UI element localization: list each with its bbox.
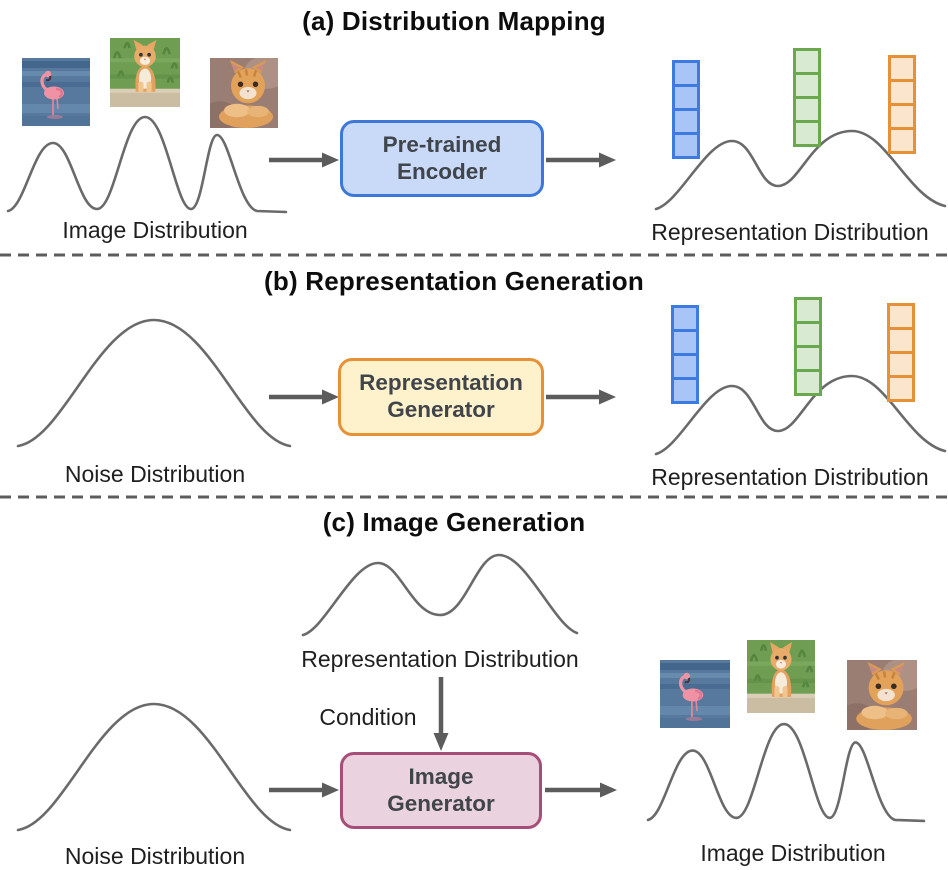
representation-distribution-curve-b: [654, 374, 947, 456]
noise-distribution-curve-c: [16, 702, 292, 832]
image-distribution-curve-c: [646, 722, 926, 823]
cat-photo: [210, 58, 278, 128]
token-stack-orange: [888, 55, 916, 154]
token-cell: [888, 79, 916, 106]
pretrained-encoder-box: Pre-trained Encoder: [340, 120, 544, 197]
token-cell: [888, 127, 916, 154]
token-cell: [887, 351, 915, 378]
image-generator-line1: Image: [408, 763, 474, 789]
token-cell: [671, 305, 699, 332]
representation-generator-line1: Representation: [359, 370, 523, 396]
representation-generator-box: Representation Generator: [338, 358, 544, 436]
token-cell: [794, 297, 822, 324]
kitten-photo: [110, 38, 180, 107]
arrow-right-icon: [546, 152, 616, 168]
token-stack-blue: [671, 305, 699, 404]
token-cell: [794, 369, 822, 396]
flamingo-photo: [22, 58, 90, 126]
pretrained-encoder-line1: Pre-trained: [382, 131, 502, 157]
representation-generator-line2: Generator: [387, 397, 495, 422]
representation-distribution-label-a: Representation Distribution: [651, 219, 929, 245]
token-cell: [793, 48, 821, 75]
representation-distribution-curve-a: [654, 129, 947, 211]
image-distribution-label-a: Image Distribution: [62, 217, 248, 243]
token-stack-blue: [672, 60, 700, 159]
token-cell: [793, 96, 821, 123]
token-cell: [671, 377, 699, 404]
representation-distribution-curve-c: [301, 553, 579, 637]
token-cell: [671, 353, 699, 380]
pretrained-encoder-line2: Encoder: [396, 158, 488, 184]
token-cell: [887, 303, 915, 330]
cat-photo: [847, 660, 917, 730]
token-cell: [793, 72, 821, 99]
token-cell: [888, 103, 916, 130]
image-distribution-label-c: Image Distribution: [700, 840, 886, 866]
token-cell: [794, 345, 822, 372]
image-distribution-curve-a: [6, 115, 288, 214]
condition-label: Condition: [319, 704, 417, 730]
token-cell: [672, 132, 700, 159]
image-generator-box: Image Generator: [340, 752, 542, 829]
noise-distribution-label-c: Noise Distribution: [64, 843, 246, 869]
panel-c-title: (c) Image Generation: [322, 507, 586, 537]
token-cell: [793, 120, 821, 147]
arrow-right-icon: [269, 152, 339, 168]
representation-distribution-label-b: Representation Distribution: [651, 464, 929, 490]
dashed-divider: [0, 253, 948, 257]
image-generator-line2: Generator: [387, 790, 495, 816]
token-stack-orange: [887, 303, 915, 402]
token-cell: [672, 84, 700, 111]
dashed-divider: [0, 495, 948, 499]
panel-a-title: (a) Distribution Mapping: [302, 6, 606, 36]
token-cell: [888, 55, 916, 82]
arrow-right-icon: [546, 389, 616, 405]
token-cell: [887, 327, 915, 354]
token-cell: [887, 375, 915, 402]
representation-distribution-label-c: Representation Distribution: [301, 646, 579, 672]
token-cell: [672, 60, 700, 87]
arrow-down-icon: [433, 677, 449, 751]
arrow-right-icon: [269, 389, 339, 405]
token-stack-green: [793, 48, 821, 147]
kitten-photo: [747, 640, 815, 713]
noise-distribution-curve-b: [16, 318, 292, 448]
token-cell: [672, 108, 700, 135]
arrow-right-icon: [269, 782, 339, 798]
flamingo-photo: [660, 660, 730, 728]
arrow-right-icon: [545, 782, 617, 798]
noise-distribution-label-b: Noise Distribution: [64, 461, 246, 487]
token-stack-green: [794, 297, 822, 396]
panel-b-title: (b) Representation Generation: [264, 266, 644, 296]
token-cell: [671, 329, 699, 356]
token-cell: [794, 321, 822, 348]
